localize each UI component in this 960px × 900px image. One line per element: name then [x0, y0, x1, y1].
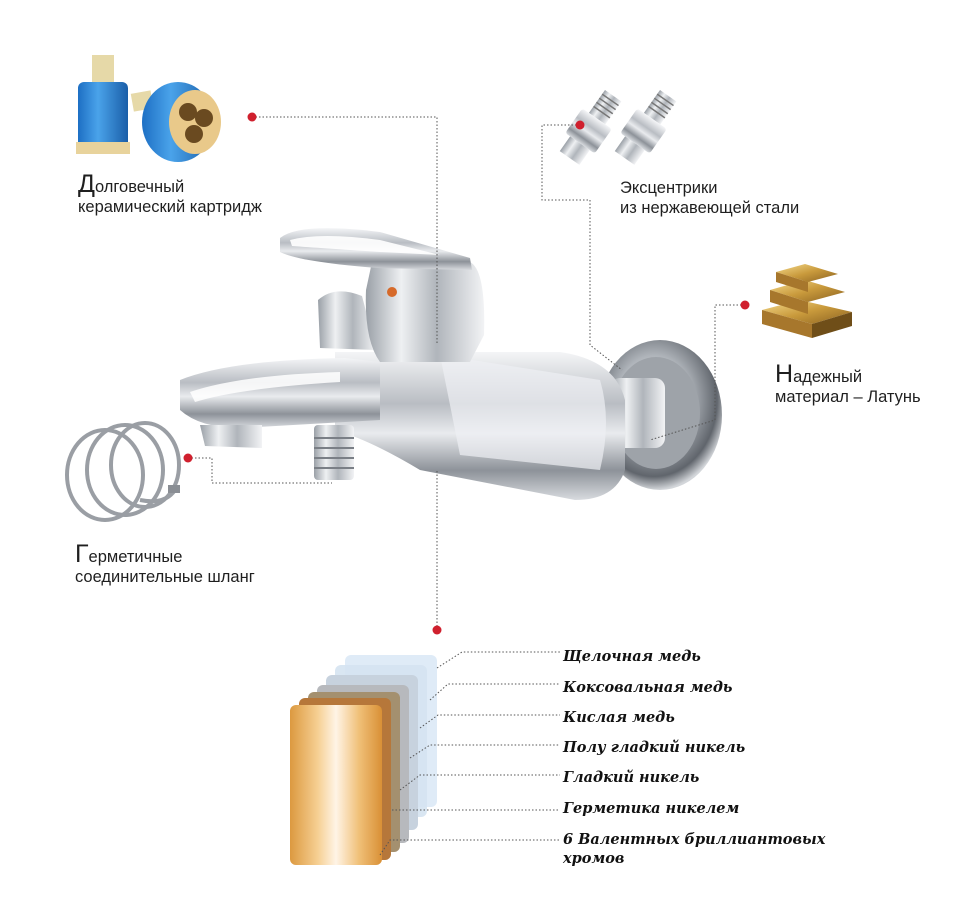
- layer-label-coking-copper: Коксовальная медь: [563, 679, 733, 696]
- faucet-image: [180, 228, 722, 500]
- cartridge-label-cap: Д: [78, 170, 95, 198]
- eccentrics-label-line2: из нержавеющей стали: [620, 199, 800, 217]
- material-label-cap: Н: [775, 360, 794, 388]
- layer-label-chrome-line1: 6 Валентных бриллиантовых: [563, 831, 826, 848]
- marker-dot-layers: [432, 625, 442, 635]
- layer-label-nickel-seal: Герметика никелем: [563, 800, 740, 817]
- material-label: Надежный материал – Латунь: [775, 362, 921, 407]
- hose-image: [65, 421, 181, 522]
- marker-dot-cartridge: [247, 112, 257, 122]
- hose-label-cap: Г: [75, 540, 89, 568]
- leader-lines: [188, 116, 745, 856]
- layer-label-alkaline-copper: Щелочная медь: [563, 648, 701, 665]
- eccentrics-label-line1: Эксцентрики: [620, 179, 718, 197]
- plating-layers-stack: [290, 655, 437, 865]
- marker-dot-hose: [183, 453, 193, 463]
- cartridge-label: Долговечный керамический картридж: [78, 172, 262, 217]
- marker-dot-eccentrics: [575, 120, 585, 130]
- gold-bars-image: [762, 264, 852, 338]
- layer-label-semi-bright-nickel: Полу гладкий никель: [563, 739, 746, 756]
- layer-label-chrome-line2: хромов: [563, 850, 625, 867]
- hose-label-line2: соединительные шланг: [75, 568, 255, 586]
- cartridge-image: [76, 55, 221, 162]
- material-label-line2: материал – Латунь: [775, 388, 921, 406]
- eccentrics-label: Эксцентрики из нержавеющей стали: [620, 178, 799, 218]
- cartridge-label-line2: керамический картридж: [78, 198, 262, 216]
- marker-dot-material: [740, 300, 750, 310]
- marker-dots: [183, 112, 750, 635]
- hose-label: Герметичные соединительные шланг: [75, 542, 255, 587]
- material-label-rest: адежный: [793, 368, 863, 386]
- hose-label-rest: ерметичные: [88, 548, 183, 566]
- cartridge-label-rest: олговечный: [94, 178, 185, 196]
- layer-label-bright-nickel: Гладкий никель: [563, 769, 700, 786]
- eccentrics-image: [559, 90, 677, 165]
- layer-label-acid-copper: Кислая медь: [563, 709, 675, 726]
